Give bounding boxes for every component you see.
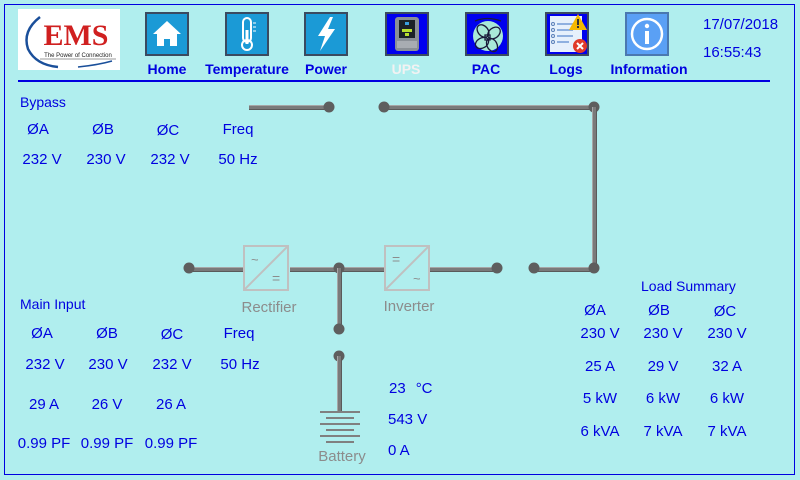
main-input-pf-c: 0.99 PF — [144, 435, 198, 452]
inverter-label: Inverter — [383, 298, 435, 315]
time-display: 16:55:43 — [703, 44, 762, 61]
nav-pac-button[interactable] — [465, 12, 509, 56]
nav-power-button[interactable] — [304, 12, 348, 56]
logo-text: EMS — [43, 19, 108, 52]
screen-frame — [4, 4, 795, 475]
nav-ups-button[interactable] — [385, 12, 429, 56]
inverter-output-wire — [430, 267, 498, 272]
load-kw-c: 6 kW — [709, 390, 745, 407]
bypass-switch-node-left — [323, 101, 335, 113]
load-header-phase-b: ØB — [648, 302, 670, 319]
load-current-a: 25 A — [584, 358, 616, 375]
load-header-phase-c: ØC — [713, 303, 737, 320]
battery-icon — [320, 411, 360, 443]
battery-wire — [337, 356, 342, 411]
main-input-pf-b: 0.99 PF — [80, 435, 134, 452]
inverter-dc-symbol: = — [392, 251, 400, 267]
nav-logs-label[interactable]: Logs — [549, 61, 583, 77]
fan-icon — [473, 17, 503, 53]
main-input-current-c: 26 A — [155, 396, 187, 413]
bypass-header-phase-c: ØC — [156, 122, 180, 139]
load-kw-a: 5 kW — [582, 390, 618, 407]
load-kw-b: 6 kW — [645, 390, 681, 407]
main-input-voltage-a: 232 V — [25, 356, 65, 373]
nav-logs-button[interactable] — [545, 12, 589, 56]
bypass-output-wire — [384, 105, 594, 110]
dc-bus-drop-wire — [337, 268, 342, 329]
battery-temperature-unit: °C — [415, 380, 433, 397]
main-input-header-freq: Freq — [223, 325, 255, 342]
nav-information-button[interactable] — [625, 12, 669, 56]
nav-ups-label[interactable]: UPS — [391, 61, 421, 77]
main-input-voltage-c: 232 V — [152, 356, 192, 373]
load-current-c: 32 A — [711, 358, 743, 375]
battery-switch-node-top — [333, 323, 345, 335]
bypass-drop-wire — [592, 107, 597, 269]
load-header-phase-a: ØA — [584, 302, 606, 319]
inverter-switch-node-right — [528, 262, 540, 274]
bypass-frequency: 50 Hz — [218, 151, 258, 168]
main-input-title: Main Input — [20, 296, 86, 312]
info-icon — [630, 17, 664, 51]
battery-temperature-value: 23 — [389, 380, 406, 397]
load-kva-c: 7 kVA — [707, 423, 747, 440]
nav-information-label[interactable]: Information — [610, 61, 688, 77]
bypass-header-phase-a: ØA — [27, 121, 49, 138]
battery-voltage: 543 V — [388, 411, 428, 428]
battery-label: Battery — [318, 448, 366, 465]
battery-current: 0 A — [388, 442, 410, 459]
load-kva-a: 6 kVA — [580, 423, 620, 440]
rectifier-ac-symbol: ~ — [251, 252, 259, 267]
nav-temperature-button[interactable] — [225, 12, 269, 56]
date-display: 17/07/2018 — [703, 16, 779, 33]
bypass-header-freq: Freq — [222, 121, 254, 138]
main-input-header-phase-b: ØB — [96, 325, 118, 342]
main-input-current-a: 29 A — [28, 396, 60, 413]
bypass-title: Bypass — [20, 94, 66, 110]
load-voltage-c: 230 V — [707, 325, 747, 342]
nav-pac-label[interactable]: PAC — [471, 61, 501, 77]
logs-warning-icon — [550, 14, 587, 53]
main-input-frequency: 50 Hz — [220, 356, 260, 373]
inverter-ac-symbol: ~ — [413, 271, 421, 286]
lightning-icon — [318, 17, 335, 51]
bypass-voltage-a: 232 V — [22, 151, 62, 168]
header-divider — [18, 80, 770, 82]
load-voltage-a: 230 V — [580, 325, 620, 342]
main-input-node — [183, 262, 195, 274]
load-voltage-b: 230 V — [643, 325, 683, 342]
bypass-header-phase-b: ØB — [92, 121, 114, 138]
bypass-input-wire — [249, 105, 329, 110]
battery-temperature: 23 °C — [389, 380, 433, 397]
rectifier-dc-symbol: = — [272, 270, 280, 286]
main-input-voltage-b: 230 V — [88, 356, 128, 373]
main-input-pf-a: 0.99 PF — [17, 435, 71, 452]
bypass-switch-node-right — [378, 101, 390, 113]
nav-temperature-label[interactable]: Temperature — [205, 61, 289, 77]
main-input-header-phase-c: ØC — [160, 326, 184, 343]
load-junction-node — [588, 262, 600, 274]
rectifier-block: ~ = — [243, 245, 289, 291]
nav-home-label[interactable]: Home — [147, 61, 187, 77]
logo-tagline: The Power of Connection — [44, 53, 112, 59]
inverter-block: = ~ — [384, 245, 430, 291]
nav-power-label[interactable]: Power — [304, 61, 348, 77]
ems-logo: EMS The Power of Connection — [18, 9, 120, 70]
ups-icon — [395, 17, 419, 51]
main-input-header-phase-a: ØA — [31, 325, 53, 342]
bypass-voltage-c: 232 V — [150, 151, 190, 168]
load-kva-b: 7 kVA — [643, 423, 683, 440]
inverter-switch-node-left — [491, 262, 503, 274]
home-icon — [153, 21, 181, 46]
load-current-b: 29 V — [647, 358, 679, 375]
load-summary-title: Load Summary — [641, 278, 736, 294]
bypass-voltage-b: 230 V — [86, 151, 126, 168]
main-input-current-b: 26 V — [91, 396, 123, 413]
load-output-wire — [534, 267, 594, 272]
rectifier-label: Rectifier — [241, 299, 297, 316]
main-input-wire — [189, 267, 245, 272]
thermometer-icon — [241, 17, 256, 51]
nav-home-button[interactable] — [145, 12, 189, 56]
